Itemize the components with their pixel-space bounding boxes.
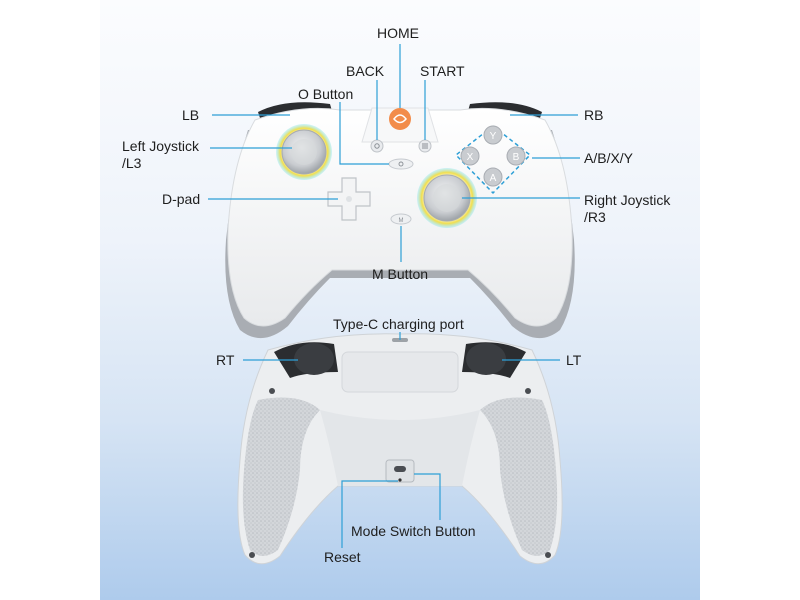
label-lb: LB <box>182 107 200 123</box>
label-rb: RB <box>584 107 604 123</box>
y-button <box>483 125 503 145</box>
label-back: BACK <box>346 63 385 79</box>
back-center-panel <box>341 351 459 393</box>
start-icon <box>422 143 428 149</box>
leader-lines <box>208 44 580 548</box>
label-reset: Reset <box>324 549 361 565</box>
label-home: HOME <box>377 25 419 41</box>
right-grip-texture <box>480 397 558 556</box>
a-button <box>483 167 503 187</box>
b-button-label: B <box>513 152 520 163</box>
a-button-label: A <box>490 173 497 184</box>
screw-hole <box>525 388 531 394</box>
label-rt: RT <box>216 352 235 368</box>
label-left-joystick-l3: /L3 <box>122 155 142 171</box>
abxy-outline <box>455 125 531 194</box>
screw-hole <box>269 388 275 394</box>
leader-mode-switch <box>414 473 441 520</box>
x-button <box>460 146 480 166</box>
m-button <box>390 213 412 225</box>
home-logo-icon <box>393 114 407 124</box>
label-mode-switch: Mode Switch Button <box>351 523 476 539</box>
screw-hole <box>249 552 255 558</box>
left-grip-texture <box>242 397 320 556</box>
leader-reset <box>341 480 398 548</box>
leader-o-button <box>339 102 389 165</box>
rt-trigger-face <box>294 343 334 375</box>
label-typec: Type-C charging port <box>333 316 464 332</box>
label-lt: LT <box>566 352 582 368</box>
x-button-label: X <box>467 152 474 163</box>
label-left-joystick: Left Joystick <box>122 138 200 154</box>
b-button <box>506 146 526 166</box>
back-controller <box>237 333 563 565</box>
front-controller: M Y X B A <box>225 102 575 339</box>
o-button <box>388 158 414 170</box>
label-start: START <box>420 63 465 79</box>
home-button <box>389 108 411 130</box>
label-right-joystick: Right Joystick <box>584 192 671 208</box>
label-abxy: A/B/X/Y <box>584 150 634 166</box>
y-button-label: Y <box>490 131 497 142</box>
label-m-button: M Button <box>372 266 429 282</box>
back-button <box>370 139 384 153</box>
m-button-mark: M <box>399 218 404 224</box>
label-o-button: O Button <box>298 86 354 102</box>
mode-switch-icon <box>394 466 406 472</box>
face-buttons: Y X B A <box>460 125 526 187</box>
screw-hole <box>545 552 551 558</box>
back-icon <box>374 143 380 149</box>
lt-trigger-face <box>466 343 506 375</box>
label-dpad: D-pad <box>162 191 201 207</box>
reset-hole <box>398 478 402 482</box>
o-button-icon <box>398 161 404 167</box>
label-right-joystick-r3: /R3 <box>584 209 606 225</box>
